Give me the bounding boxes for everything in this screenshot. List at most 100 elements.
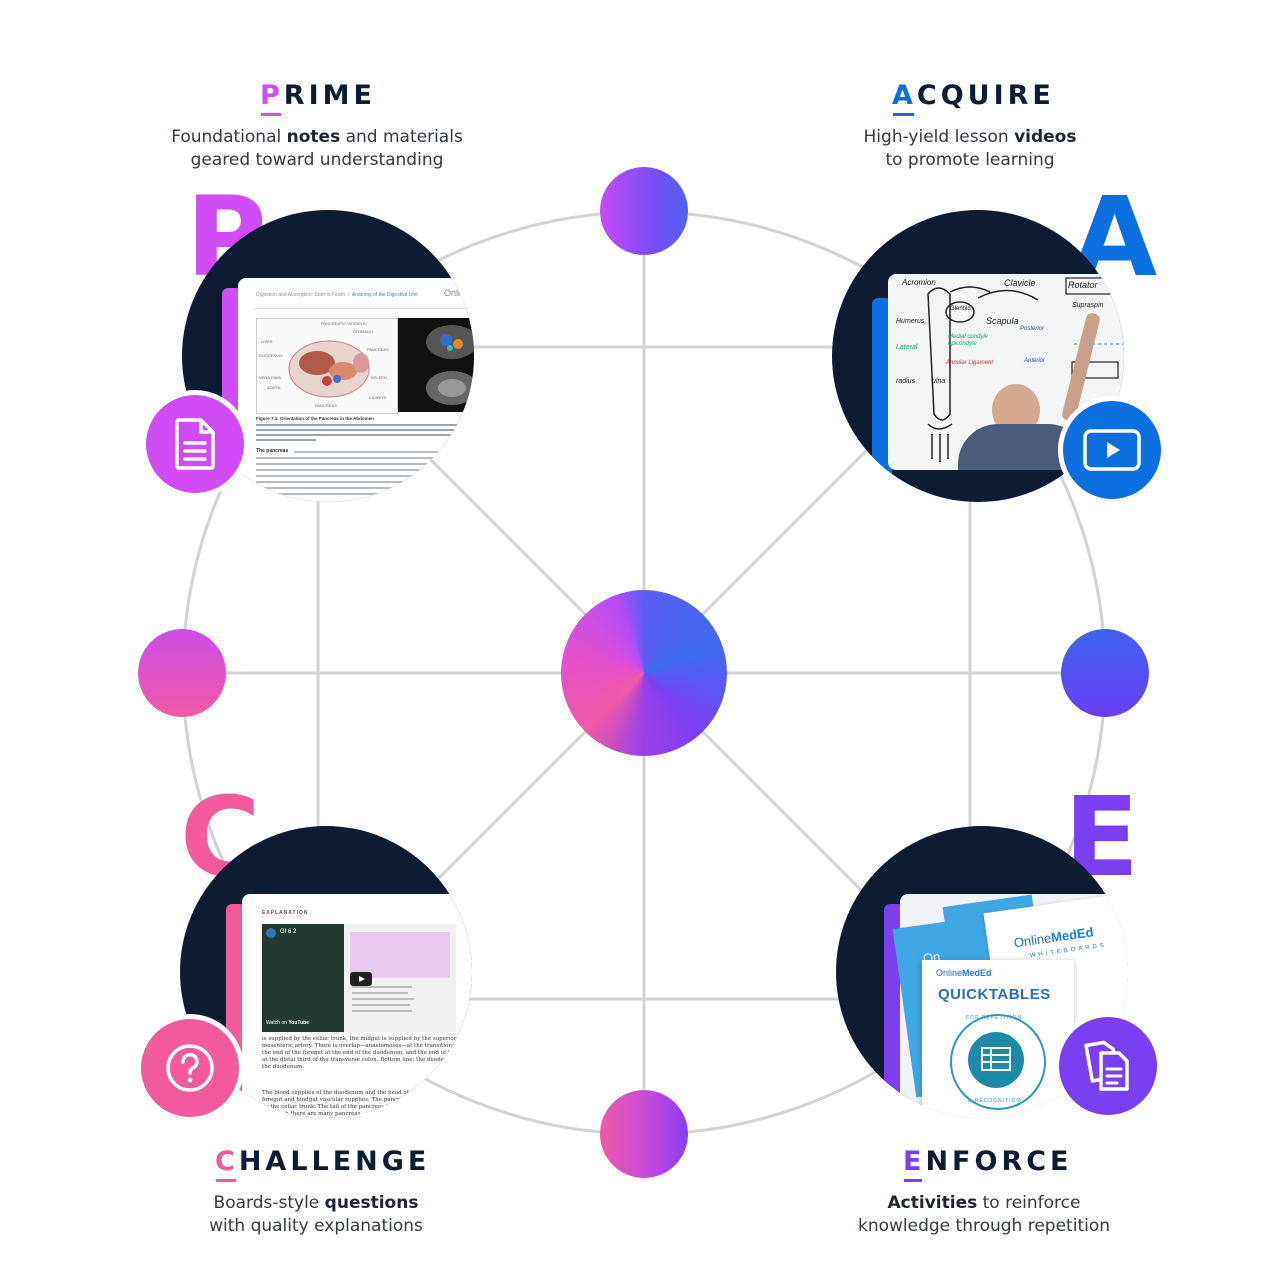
acquire-desc-bold: videos <box>1014 127 1077 147</box>
answer-line <box>352 998 414 1000</box>
prime-desc-post: and materials <box>340 127 463 147</box>
answer-line <box>352 986 412 988</box>
prime-figure-caption: Figure 7.1: Orientation of the Pancreas … <box>256 416 374 421</box>
wb-anterior: Anterior <box>1024 358 1046 364</box>
prime-text-line <box>256 439 316 441</box>
acquire-desc-pre: High-yield lesson <box>863 127 1015 147</box>
wb-humerus: Humerus <box>896 318 925 325</box>
left-node <box>138 629 226 717</box>
prime-text-line <box>294 451 474 453</box>
acquire-heading-rest: CQUIRE <box>916 80 1055 111</box>
prime-heading-first-letter: P <box>260 80 284 111</box>
challenge-video-embed[interactable]: GI 6 2 Watch on YouTube <box>262 924 344 1032</box>
prime-desc-line2: geared toward understanding <box>190 150 444 170</box>
prime-divider <box>254 308 474 309</box>
whiteboards-brand-online: Online <box>1012 930 1053 951</box>
wb-radius: radius <box>896 378 916 385</box>
prime-heading: PRIME <box>260 80 376 111</box>
enforce-heading-rest: NFORCE <box>925 1146 1073 1177</box>
prime-label-kidneys: KIDNEYS <box>369 395 387 400</box>
challenge-desc-bold: questions <box>324 1193 419 1213</box>
prime-text-line <box>256 429 474 431</box>
enforce-description: Activities to reinforce knowledge throug… <box>834 1192 1134 1238</box>
enforce-desc-line1: Activities to reinforce <box>834 1192 1134 1215</box>
wb-posterior: Posterior <box>1020 326 1045 332</box>
abdomen-cross-section-illustration <box>288 340 370 398</box>
prime-description: Foundational notes and materials geared … <box>167 126 467 172</box>
prime-corner-logo: Onli <box>444 288 461 298</box>
wb-acromion: Acromion <box>902 278 936 287</box>
prime-heading-rest: RIME <box>283 80 376 111</box>
prime-text-line <box>256 481 474 483</box>
challenge-question-screen: EXPLANATION GI 6 2 Watch on YouTube is s… <box>242 894 472 1118</box>
answer-line <box>352 1010 412 1012</box>
enforce-heading: ENFORCE <box>903 1146 1073 1177</box>
ring-text-top: FOR REPETITION <box>966 1015 1022 1021</box>
challenge-desc-pre: Boards-style <box>213 1193 325 1213</box>
right-node <box>1061 629 1149 717</box>
enforce-desc-line2: knowledge through repetition <box>857 1216 1111 1236</box>
quicktables-brand: OnlineMedEd <box>936 968 992 978</box>
challenge-heading-rest: HALLENGE <box>238 1146 431 1177</box>
center-hub <box>561 590 727 756</box>
bottom-node <box>600 1090 688 1178</box>
quicktables-brand-online: Online <box>936 968 963 978</box>
challenge-heading-first-letter: C <box>215 1146 239 1177</box>
wb-glenoid: Glenoid <box>950 306 971 312</box>
acquire-video-image: Acromion Clavicle Rotator Glenoid Scapul… <box>832 210 1124 502</box>
video-play-button[interactable] <box>350 972 372 986</box>
prime-text-line <box>256 463 474 465</box>
play-video-icon <box>1083 429 1141 471</box>
challenge-badge[interactable] <box>136 1014 244 1122</box>
answer-line <box>352 992 408 994</box>
prime-desc-line1: Foundational notes and materials <box>167 126 467 149</box>
enforce-desc-bold: Activities <box>887 1193 978 1213</box>
challenge-description: Boards-style questions with quality expl… <box>166 1192 466 1238</box>
prime-body-lead: The pancreas <box>256 448 289 454</box>
prime-breadcrumb-2: Anatomy of the Digestive Unit <box>351 292 418 298</box>
wb-clavicle: Clavicle <box>1004 278 1036 288</box>
wb-rotator: Rotator <box>1068 280 1098 290</box>
top-node <box>600 167 688 255</box>
copy-documents-icon <box>1084 1040 1129 1091</box>
watch-on-label: Watch on <box>266 1020 287 1026</box>
prime-text-line <box>256 475 474 477</box>
answer-line <box>352 1004 410 1006</box>
acquire-desc-line2: to promote learning <box>885 150 1055 170</box>
prime-anatomy-figure: PANCREATIC VESSELS STOMACH PANCREAS LIVE… <box>256 318 398 414</box>
enforce-badge[interactable] <box>1054 1012 1162 1120</box>
acquire-badge[interactable] <box>1058 396 1166 504</box>
prime-text-line <box>256 487 474 489</box>
prime-desc-bold: notes <box>286 127 341 147</box>
table-grid-icon <box>981 1047 1011 1071</box>
prime-label-pancreas: PANCREAS <box>367 347 389 352</box>
enforce-desc-post: to reinforce <box>977 1193 1081 1213</box>
youtube-label: YouTube <box>288 1020 309 1026</box>
whiteboards-brand-meded: MedEd <box>1050 924 1095 946</box>
acquire-accent-bar <box>872 298 892 502</box>
wb-scapula: Scapula <box>986 316 1019 326</box>
question-mark-icon <box>166 1044 214 1092</box>
highlighted-answer <box>350 932 450 978</box>
watch-on-youtube[interactable]: Watch on YouTube <box>266 1020 309 1026</box>
prime-breadcrumb-1: Digestion and Absorption: Start to Finis… <box>256 292 346 298</box>
prime-breadcrumb: Digestion and Absorption: Start to Finis… <box>256 292 418 298</box>
prime-label-duodenum: DUODENUM <box>259 353 283 358</box>
prime-label-liver: LIVER <box>261 339 273 344</box>
prime-label-aorta: AORTA <box>267 385 281 390</box>
prime-label-vessels: PANCREATIC VESSELS <box>321 321 366 326</box>
challenge-body-paragraph-1: is supplied by the celiac trunk, the mid… <box>262 1036 472 1070</box>
ring-text-bottom: & RECOGNITION <box>968 1098 1022 1104</box>
challenge-desc-line2: with quality explanations <box>209 1216 423 1236</box>
enforce-activities-image: On OnlineMedEd WHITEBOARDS OnlineMedEd Q… <box>836 826 1128 1118</box>
wb-supraspin: Supraspin <box>1072 302 1104 309</box>
prime-text-line <box>256 424 474 426</box>
prime-badge[interactable] <box>141 390 249 498</box>
wb-ulna: ulna <box>932 378 946 385</box>
ct-scan-illustration <box>426 325 474 405</box>
wb-lateral: Lateral <box>896 344 918 351</box>
prime-ct-scan-images <box>398 318 474 412</box>
prime-label-vena-cava: VENA CAVA <box>259 375 282 380</box>
challenge-heading: CHALLENGE <box>215 1146 430 1177</box>
